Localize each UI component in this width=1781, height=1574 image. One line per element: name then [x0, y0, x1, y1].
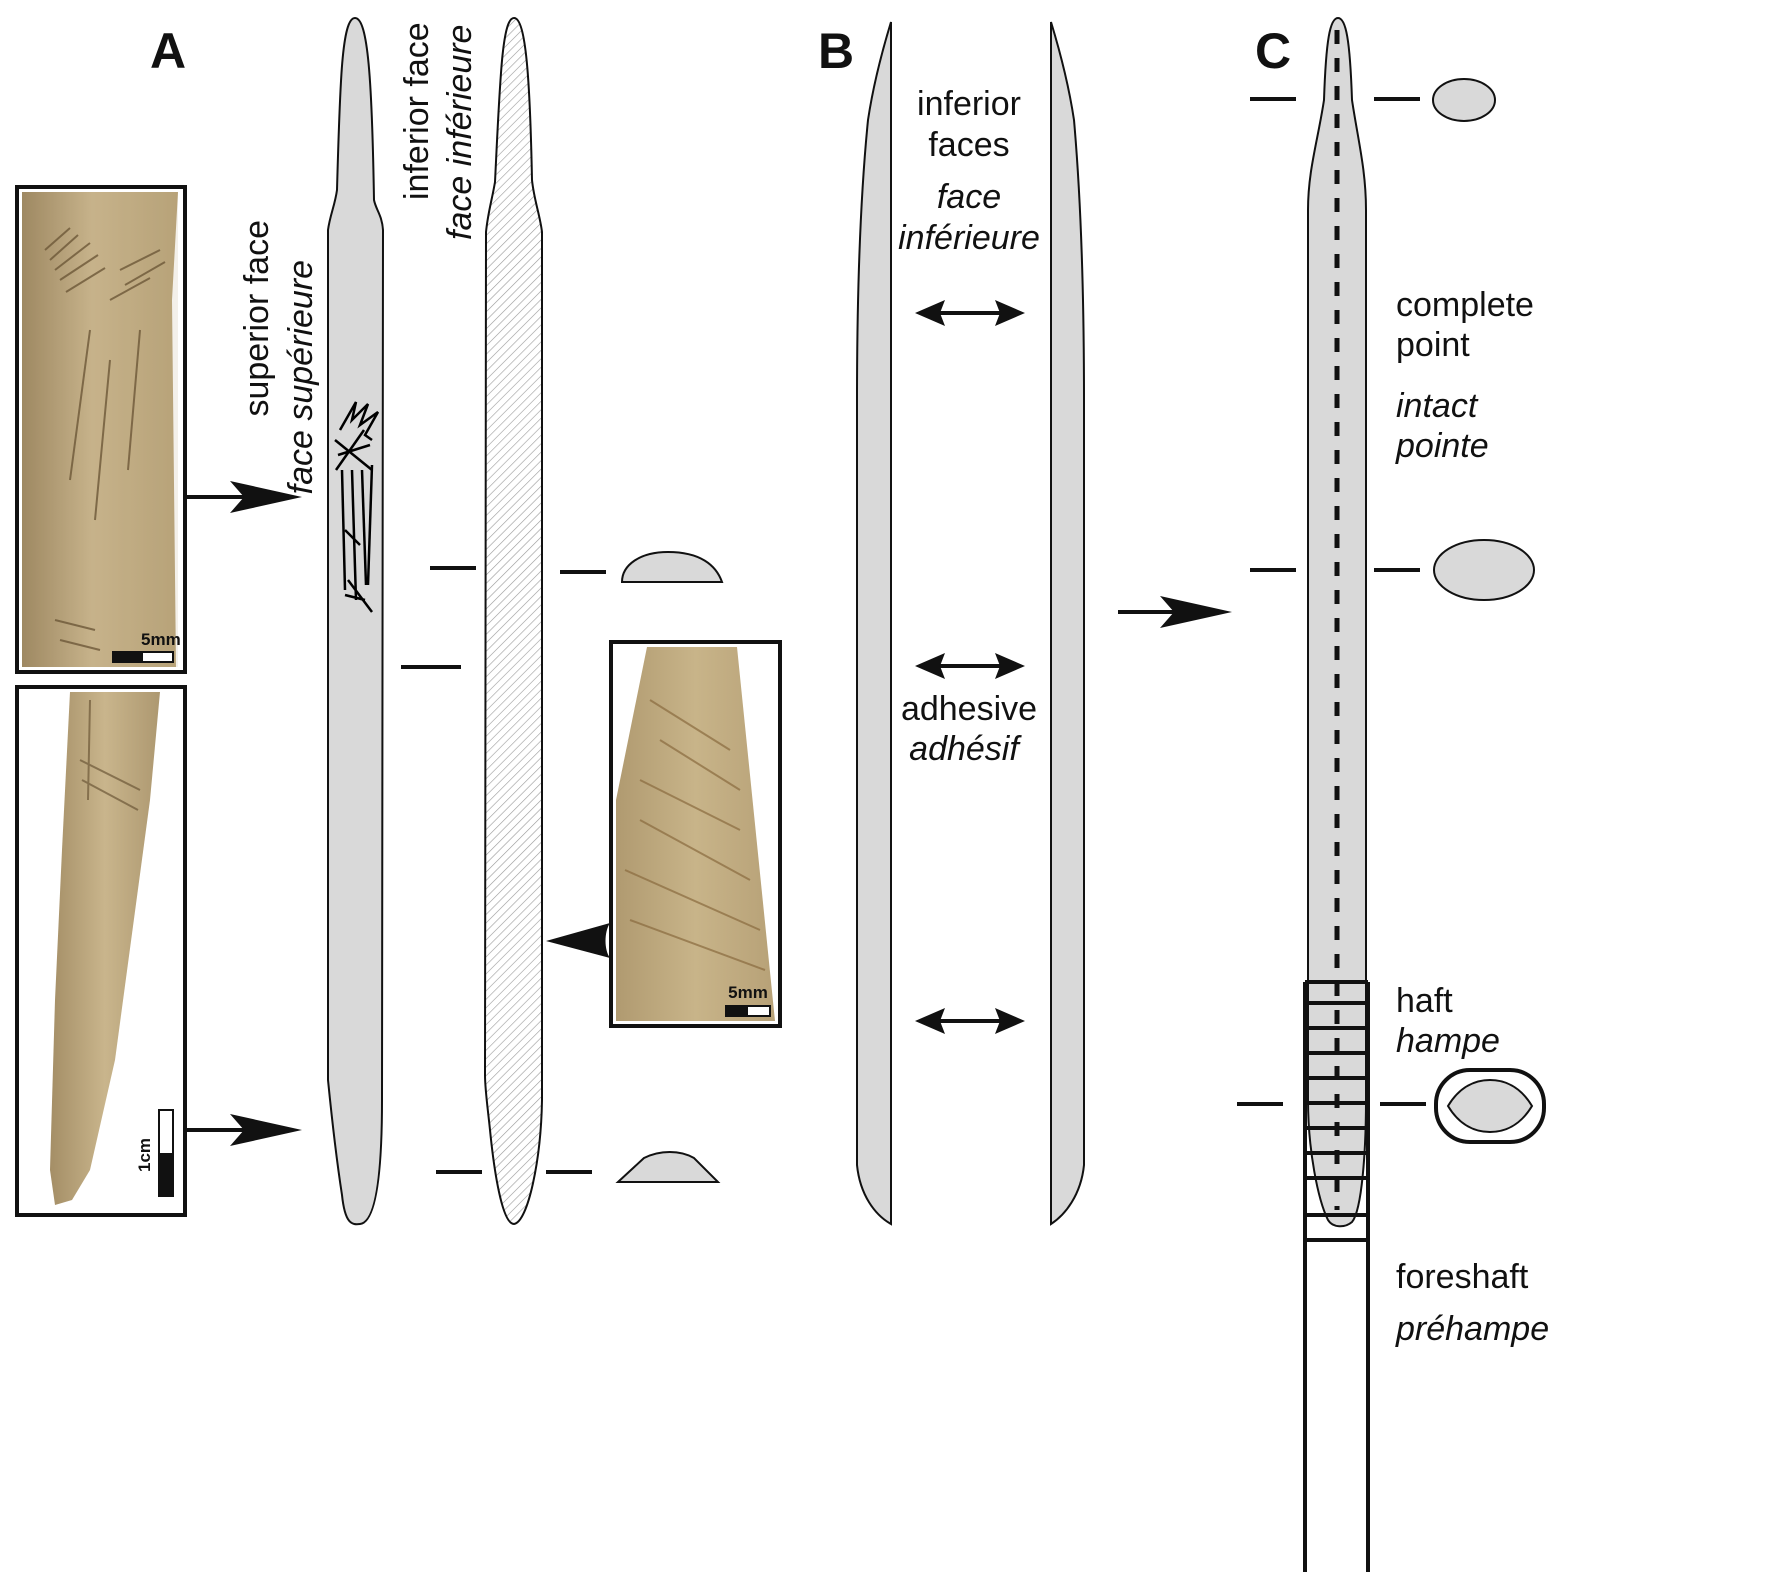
- half-point-right: [1050, 21, 1085, 1226]
- panel-a-letter: A: [150, 23, 186, 79]
- scale-bar-1cm: 1cm: [135, 1109, 174, 1197]
- intact-pointe-label-line1: intact: [1396, 387, 1479, 425]
- panel-b-letter: B: [818, 23, 854, 79]
- foreshaft-label: foreshaft: [1396, 1258, 1529, 1296]
- inferior-face-outline: [483, 16, 543, 1226]
- face-inferieure-label-line2: inférieure: [898, 219, 1040, 257]
- inferior-face-label-fr: face inférieure: [441, 25, 479, 240]
- arrow-photo2-to-drawing: [187, 1114, 302, 1146]
- engraving-marks: [44, 227, 166, 651]
- cross-section-plano-convex: [620, 550, 724, 583]
- cross-section-mid: [1433, 539, 1535, 601]
- cross-section-haft-inner: [1446, 1078, 1534, 1134]
- foreshaft-label-fr: préhampe: [1395, 1310, 1549, 1348]
- half-point-left: [856, 21, 892, 1226]
- engraving-drawing: [334, 401, 380, 613]
- complete-point-label-line1: complete: [1396, 286, 1534, 324]
- haft-binding: [1303, 980, 1370, 1572]
- double-arrow-bottom: [915, 1008, 1025, 1034]
- face-inferieure-label-line1: face: [937, 178, 1001, 216]
- superior-face-label-fr: face supérieure: [282, 260, 320, 494]
- scale-label: 1cm: [135, 1138, 154, 1172]
- scale-bar-5mm-top: 5mm: [112, 630, 181, 663]
- photo-right: 5mm: [609, 640, 782, 1028]
- inferior-faces-label-line1: inferior: [917, 85, 1021, 123]
- scale-bar-5mm-right: 5mm: [725, 983, 771, 1017]
- superior-face-outline: [327, 16, 385, 1226]
- scale-label: 5mm: [141, 630, 181, 649]
- superior-face-label: superior face: [238, 220, 276, 417]
- double-arrow-top: [915, 300, 1025, 326]
- scale-label: 5mm: [728, 983, 768, 1002]
- inferior-face-label: inferior face: [398, 22, 436, 200]
- intact-pointe-label-line2: pointe: [1395, 427, 1489, 465]
- photo-bottom-left: 1cm: [15, 685, 187, 1217]
- complete-point-label-line2: point: [1396, 326, 1470, 364]
- double-arrow-middle: [915, 653, 1025, 679]
- adhesive-label: adhesive: [901, 690, 1037, 728]
- adhesive-label-fr: adhésif: [909, 730, 1022, 768]
- pointer-to-inferior-face: [546, 923, 610, 958]
- cross-section-trapezoid: [615, 1151, 721, 1183]
- panel-c-letter: C: [1255, 23, 1291, 79]
- photo-top-left: 5mm: [15, 185, 187, 674]
- arrow-b-to-c: [1118, 596, 1232, 628]
- inferior-faces-label-line2: faces: [928, 126, 1009, 164]
- haft-label-fr: hampe: [1396, 1022, 1500, 1060]
- arrow-photo1-to-drawing: [187, 481, 302, 513]
- haft-label: haft: [1396, 982, 1453, 1020]
- cross-section-tip: [1432, 78, 1496, 122]
